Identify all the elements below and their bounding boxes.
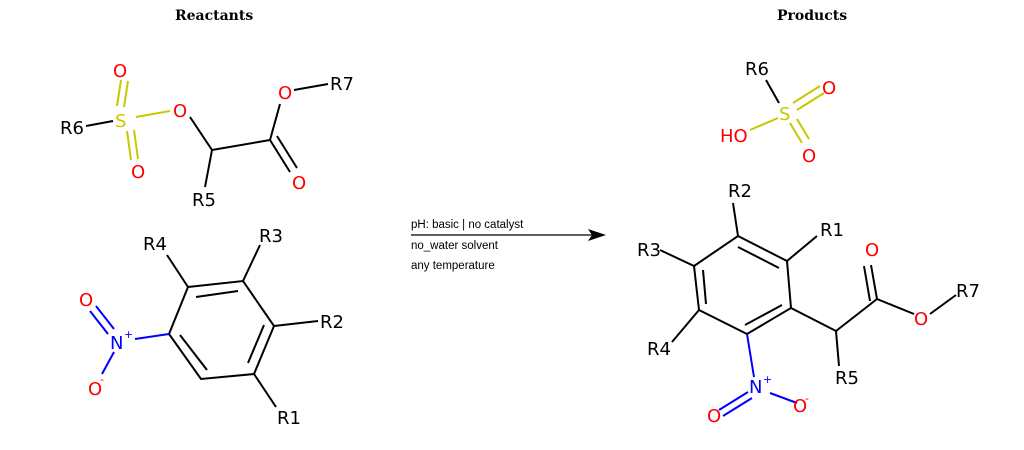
reactant-sulfonate-bonds [85,79,329,188]
r4-label: R4 [647,339,671,360]
r5-label: R5 [835,368,859,389]
nitro-oxygen-bottom: O [88,379,102,400]
nitrogen-charge: + [763,373,772,386]
r2-label: R2 [320,312,344,333]
nitro-nitrogen: N [749,377,762,398]
product-ester-atoms: R2 R1 R3 R4 O O R7 R5 N + O O - [637,181,980,427]
r3-label: R3 [259,226,283,247]
ester-bridge-oxygen: O [173,101,187,122]
condition-ph-catalyst: pH: basic | no catalyst [411,219,524,231]
r1-label: R1 [277,408,301,429]
reactants-header: Reactants [175,8,254,24]
r6-label: R6 [60,118,84,139]
oxygen-charge: - [805,392,809,405]
product-sulfonic-acid-atoms: R6 S O O HO [720,59,836,167]
ester-oxygen: O [914,309,928,330]
sulfonyl-oxygen-bottom: O [131,162,145,183]
carbonyl-oxygen: O [865,240,879,261]
sulfur-atom: S [115,111,126,132]
nitrogen-charge: + [124,328,133,341]
r7-label: R7 [330,74,354,95]
reactant-nitroarene-atoms: R4 R3 R2 R1 N + O O - [79,226,344,429]
product-ester-bonds [659,202,957,417]
oxygen-charge: - [100,373,104,386]
nitro-oxygen-top: O [79,290,93,311]
sulfonyl-oxygen-top: O [113,61,127,82]
condition-solvent: no_water solvent [411,240,498,252]
sulfonyl-oxygen-bottom: O [802,146,816,167]
ester-oxygen: O [278,83,292,104]
product-sulfonic-acid-bonds [749,79,825,144]
reaction-arrow [411,229,606,241]
sulfonyl-oxygen-right: O [822,78,836,99]
r6-label: R6 [745,59,769,80]
r4-label: R4 [143,234,167,255]
reactant-nitroarene-bonds [89,244,319,408]
condition-temperature: any temperature [411,260,495,272]
hydroxyl-group: HO [720,126,748,147]
nitro-oxygen-left: O [707,406,721,427]
products-header: Products [777,8,848,24]
nitro-oxygen-right: O [793,396,807,417]
r5-label: R5 [192,190,216,211]
r1-label: R1 [820,220,844,241]
r2-label: R2 [728,181,752,202]
nitro-nitrogen: N [110,333,123,354]
sulfur-atom: S [779,104,790,125]
r7-label: R7 [956,281,980,302]
r3-label: R3 [637,240,661,261]
carbonyl-oxygen: O [292,173,306,194]
reactant-sulfonate-atoms: R6 S O O O O O R7 R5 [60,61,354,211]
